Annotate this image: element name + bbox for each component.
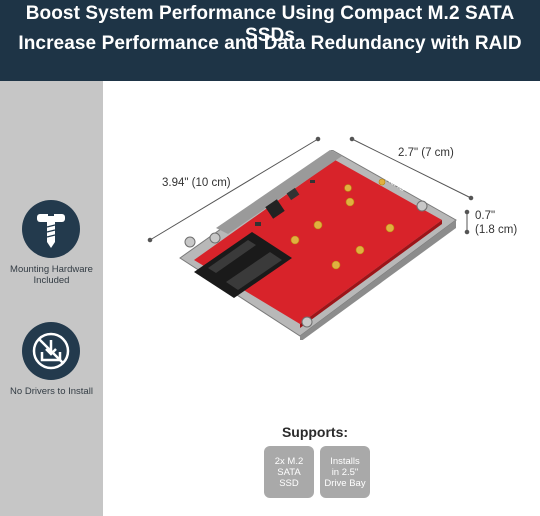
feature-label-drivers: No Drivers to Install [10,386,93,397]
headline: Boost System Performance Using Compact M… [25,3,515,46]
supports-title: Supports: [281,424,349,440]
header-banner: Boost System Performance Using Compact M… [0,0,540,81]
height-dimension-in: 0.7" [475,210,496,222]
no-driver-icon [22,322,80,380]
width-dimension: 2.7" (7 cm) [398,147,454,159]
support-badge-drive-bay: Installs in 2.5" Drive Bay [320,446,370,498]
adapter-board: RoHS [179,150,457,340]
subheadline: Increase Performance and Data Redundancy… [18,33,522,54]
height-dimension-cm: (1.8 cm) [475,224,518,236]
length-dimension: 3.94" (10 cm) [162,177,231,189]
support-badge-ssd: 2x M.2 SATA SSD [264,446,314,498]
feature-sidebar [0,81,103,516]
screw-icon [22,200,80,258]
feature-label-mounting: Mounting Hardware Included [10,264,93,286]
